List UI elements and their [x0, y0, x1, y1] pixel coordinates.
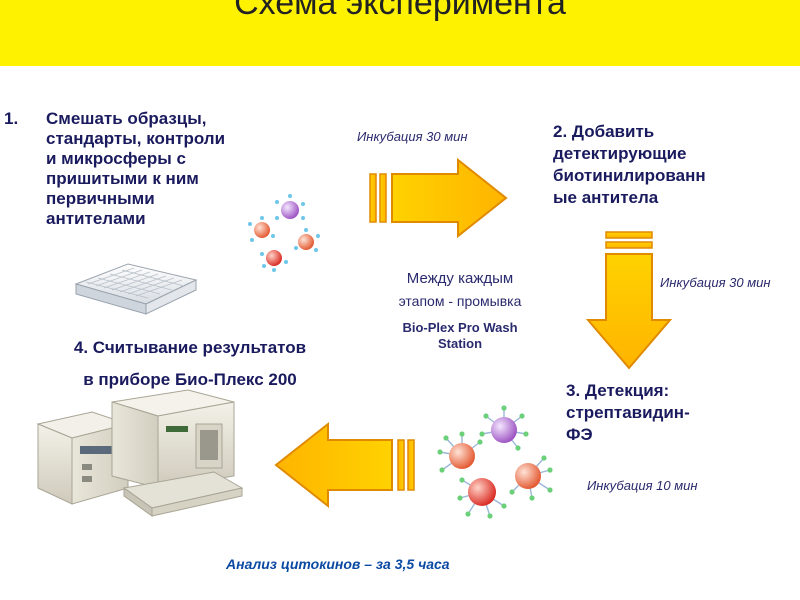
step1-line: стандарты, контроли [46, 129, 296, 149]
step2-text: 2. Добавить детектирующие биотинилирован… [553, 121, 793, 209]
microspheres-small-icon [240, 188, 330, 276]
step3-line: ФЭ [566, 424, 766, 446]
step2-line: ые антитела [553, 187, 793, 209]
step3-line: 3. Детекция: [566, 380, 766, 402]
bioplex-instrument-icon [28, 384, 248, 532]
step1-number: 1. [4, 109, 18, 129]
microplate-icon [68, 258, 203, 320]
step3-line: стрептавидин- [566, 402, 766, 424]
wash-line1: Между каждым [370, 270, 550, 287]
wash-line4: Station [380, 336, 540, 352]
title-bar: Схема эксперимента [0, 0, 800, 66]
microspheres-large-icon [432, 402, 560, 522]
step1-line: пришитыми к ним [46, 169, 296, 189]
incubation-label-top: Инкубация 30 мин [357, 129, 468, 144]
step2-line: детектирующие [553, 143, 793, 165]
step1-line: и микросферы с [46, 149, 296, 169]
step1-line: Смешать образцы, [46, 109, 296, 129]
arrow-left [270, 418, 420, 514]
arrow-down [582, 228, 682, 376]
footer-note: Анализ цитокинов – за 3,5 часа [226, 556, 450, 572]
wash-line3: Bio-Plex Pro Wash [380, 320, 540, 336]
wash-station: Bio-Plex Pro Wash Station [380, 320, 540, 352]
wash-note: Между каждым этапом - промывка [370, 270, 550, 309]
step3-text: 3. Детекция: стрептавидин- ФЭ [566, 380, 766, 446]
incubation-label-bottom: Инкубация 10 мин [587, 478, 698, 493]
step2-line: биотинилированн [553, 165, 793, 187]
arrow-right [366, 156, 516, 246]
page-title: Схема эксперимента [0, 0, 800, 23]
step2-line: 2. Добавить [553, 121, 793, 143]
step4-line: 4. Считывание результатов [40, 332, 340, 364]
wash-line2: этапом - промывка [370, 293, 550, 309]
